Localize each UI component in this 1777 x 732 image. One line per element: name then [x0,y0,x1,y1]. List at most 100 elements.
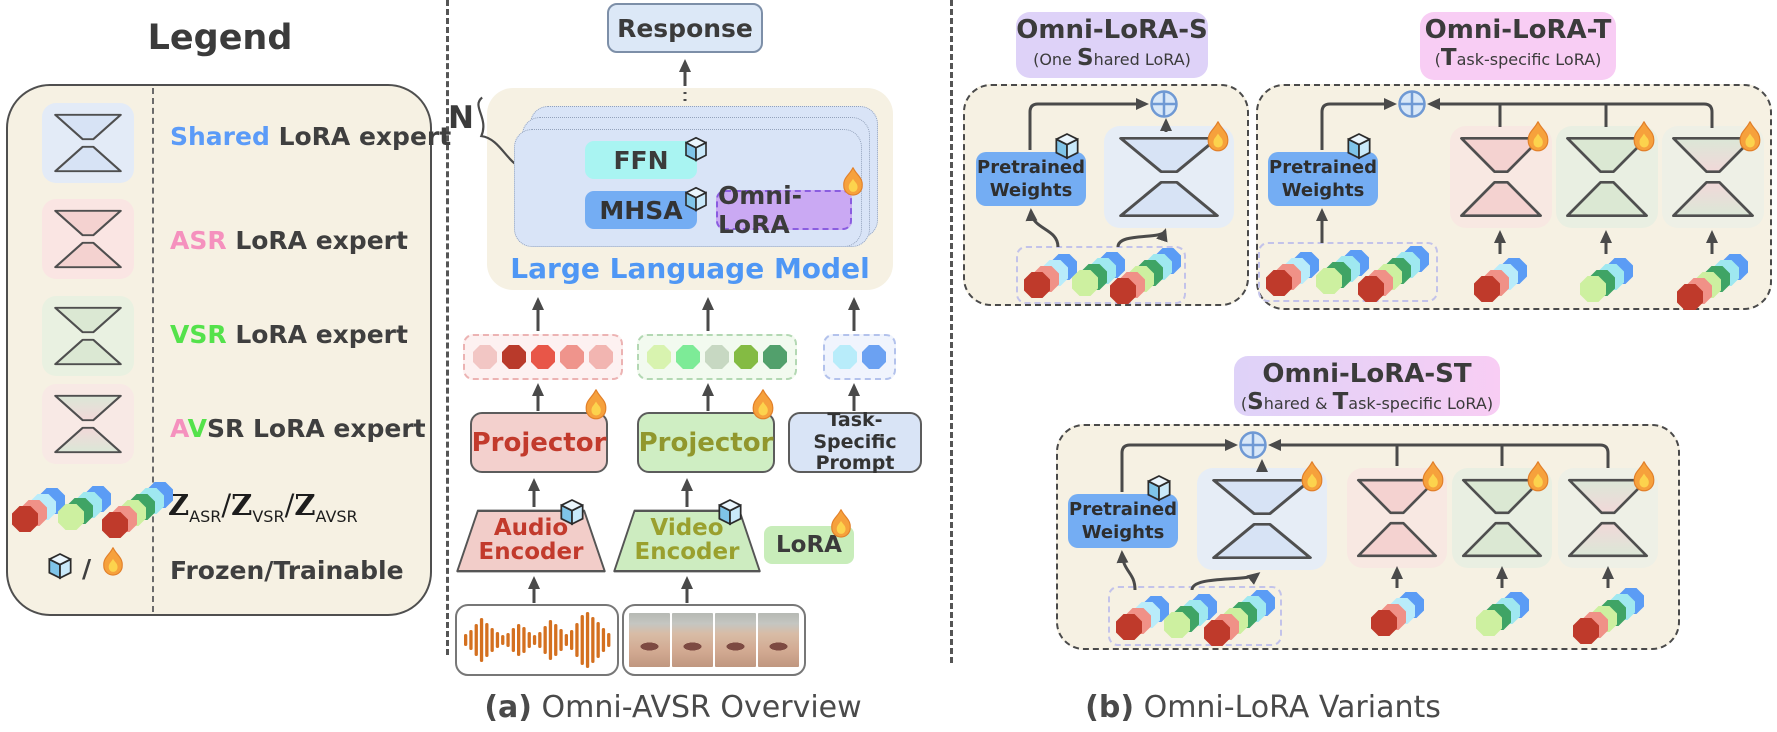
avsr-lora-expert-st [1558,468,1658,568]
variant-st-sub-rest: ask-specific LoRA) [1348,393,1494,413]
legend-row-shared: Shared LoRA expert [170,122,451,151]
t-pw-asr-cluster [1266,252,1319,296]
t-asr-cluster [1474,258,1527,302]
tokens-container-s [1016,246,1186,304]
token-octagon [734,345,758,369]
merge-plus-icon-t [1398,90,1426,118]
pw-s-line2: Weights [989,180,1073,201]
omni-lora-box: Omni-LoRA [716,181,852,239]
z-sep2: / [284,488,295,522]
legend-asr-lora-icon [42,199,134,279]
variant-t-sub-big: T [1440,44,1457,71]
token-octagon [1316,268,1342,294]
audio-projector-box: Projector [470,412,608,473]
legend-shared-key: Shared [170,122,270,151]
z-asr-sub: ASR [189,506,222,526]
caption-b-text: Omni-LoRA Variants [1134,690,1441,725]
token-octagon [1573,618,1599,644]
token-octagon [1371,610,1397,636]
token-octagon [1474,276,1500,302]
token-octagon [1024,272,1050,298]
omni-lora-flame-icon [843,167,863,196]
avsr-lora-t-flame-icon [1739,121,1761,152]
caption-a-tag: (a) [484,690,532,725]
t-pw-avsr-cluster [1358,246,1429,302]
st-pw-asr-cluster [1116,596,1169,640]
legend-asr-rest: LoRA expert [226,226,408,255]
video-encoder-line2: Encoder [634,539,740,566]
variant-s-title: Omni-LoRA-S (One Shared LoRA) [1016,12,1208,78]
variant-t-title-text: Omni-LoRA-T [1424,15,1612,45]
pw-st-line2: Weights [1081,522,1165,543]
caption-b: (b) Omni-LoRA Variants [1058,690,1468,725]
frozen-cube-icon [48,553,72,580]
legend-row-vsr: VSR LoRA expert [170,320,408,349]
variant-st-sub-pre: ( [1240,393,1248,413]
token-octagon [1116,614,1142,640]
token-octagon [862,345,886,369]
st-avsr-cluster [1573,588,1644,644]
z-avsr-sub: AVSR [315,506,358,526]
token-octagon [1164,612,1190,638]
waveform-icon [464,612,611,668]
token-octagon [58,504,84,530]
token-octagon [763,345,787,369]
caption-b-tag: (b) [1085,690,1135,725]
token-octagon [705,345,729,369]
tokens-container-t [1258,242,1438,302]
legend-row-avsr: AVSR LoRA expert [170,414,426,443]
legend-avsr-rest: LoRA expert [244,414,426,443]
shared-lora-st-flame-icon [1301,461,1323,492]
z-vsr-symbol: Z [231,488,253,522]
token-octagon [102,512,128,538]
s-asr-cluster [1024,254,1077,298]
ffn-box: FFN [585,141,697,179]
token-octagon [531,345,555,369]
s-vsr-cluster [1072,252,1125,296]
legend-z-asr-cluster [12,488,65,532]
legend-row-asr: ASR LoRA expert [170,226,408,255]
brace-icon [477,96,525,168]
lip-frame-2 [672,613,713,667]
variant-s-title-text: Omni-LoRA-S [1016,15,1208,45]
legend-z-vsr-cluster [58,486,111,530]
token-octagon [1358,276,1384,302]
response-box: Response [607,3,763,53]
audio-projector-flame-icon [585,389,607,420]
variant-st-sub-big2: T [1332,388,1349,415]
token-octagon [502,345,526,369]
st-vsr-cluster [1476,592,1529,636]
caption-a-text: Omni-AVSR Overview [531,690,862,725]
variant-st-sub-mid: hared & [1263,393,1333,413]
token-octagon [1580,276,1606,302]
token-octagon [676,345,700,369]
s-avsr-cluster [1110,248,1181,304]
video-lora-flame-icon [831,509,851,538]
pw-s-frozen-cube-icon [1055,133,1079,160]
audio-encoder-frozen-cube-icon [560,499,584,526]
shared-lora-s-flame-icon [1207,121,1229,152]
legend-row-z: ZASR/ZVSR/ZAVSR [168,488,358,526]
frozen-slash: / [82,554,92,583]
variant-s-sub-pre: (One [1033,49,1077,69]
pw-t-frozen-cube-icon [1347,133,1371,160]
st-asr-cluster [1371,592,1424,636]
llm-depth-label: N [448,100,474,136]
token-octagon [1476,610,1502,636]
video-encoder-line1: Video [650,515,724,541]
t-avsr-cluster [1677,254,1748,310]
pw-t-line1: Pretrained [1269,156,1377,178]
separator-right [950,0,953,663]
z-vsr-sub: VSR [252,506,285,526]
audio-waveform-input [455,604,619,676]
pw-s-line1: Pretrained [977,156,1085,178]
variant-st-title: Omni-LoRA-ST (Shared & Task-specific LoR… [1234,356,1500,416]
video-encoder-frozen-cube-icon [718,499,742,526]
z-avsr-symbol: Z [294,488,316,522]
